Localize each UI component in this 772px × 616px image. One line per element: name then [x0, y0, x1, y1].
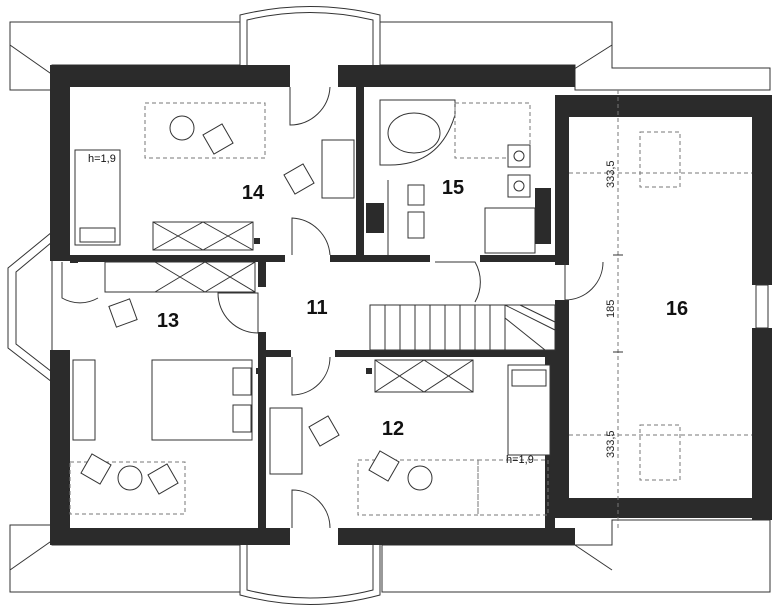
dimension-label-top: 333,5	[605, 160, 617, 188]
room-label-13: 13	[157, 310, 179, 332]
room-label-12: 12	[382, 418, 404, 440]
height-note-12: h=1,9	[506, 454, 534, 466]
top-bay-window	[239, 6, 381, 65]
room-15-bathroom	[366, 99, 551, 255]
room-16-details	[569, 90, 769, 530]
room-14-furniture	[74, 102, 355, 251]
doors	[61, 86, 604, 529]
room-label-15: 15	[442, 177, 464, 199]
room-label-11: 11	[306, 297, 327, 319]
bottom-bay-window	[239, 545, 381, 605]
dimension-label-bottom: 333,5	[605, 430, 617, 458]
room-12-furniture	[269, 359, 551, 516]
room-13-furniture	[69, 261, 262, 515]
room-label-16: 16	[666, 298, 688, 320]
outer-walls	[50, 65, 772, 545]
staircase	[369, 304, 556, 351]
left-bay-window	[7, 230, 53, 384]
room-label-14: 14	[242, 182, 265, 204]
height-note-14: h=1,9	[88, 153, 116, 165]
dimension-label-mid: 185	[605, 300, 617, 318]
